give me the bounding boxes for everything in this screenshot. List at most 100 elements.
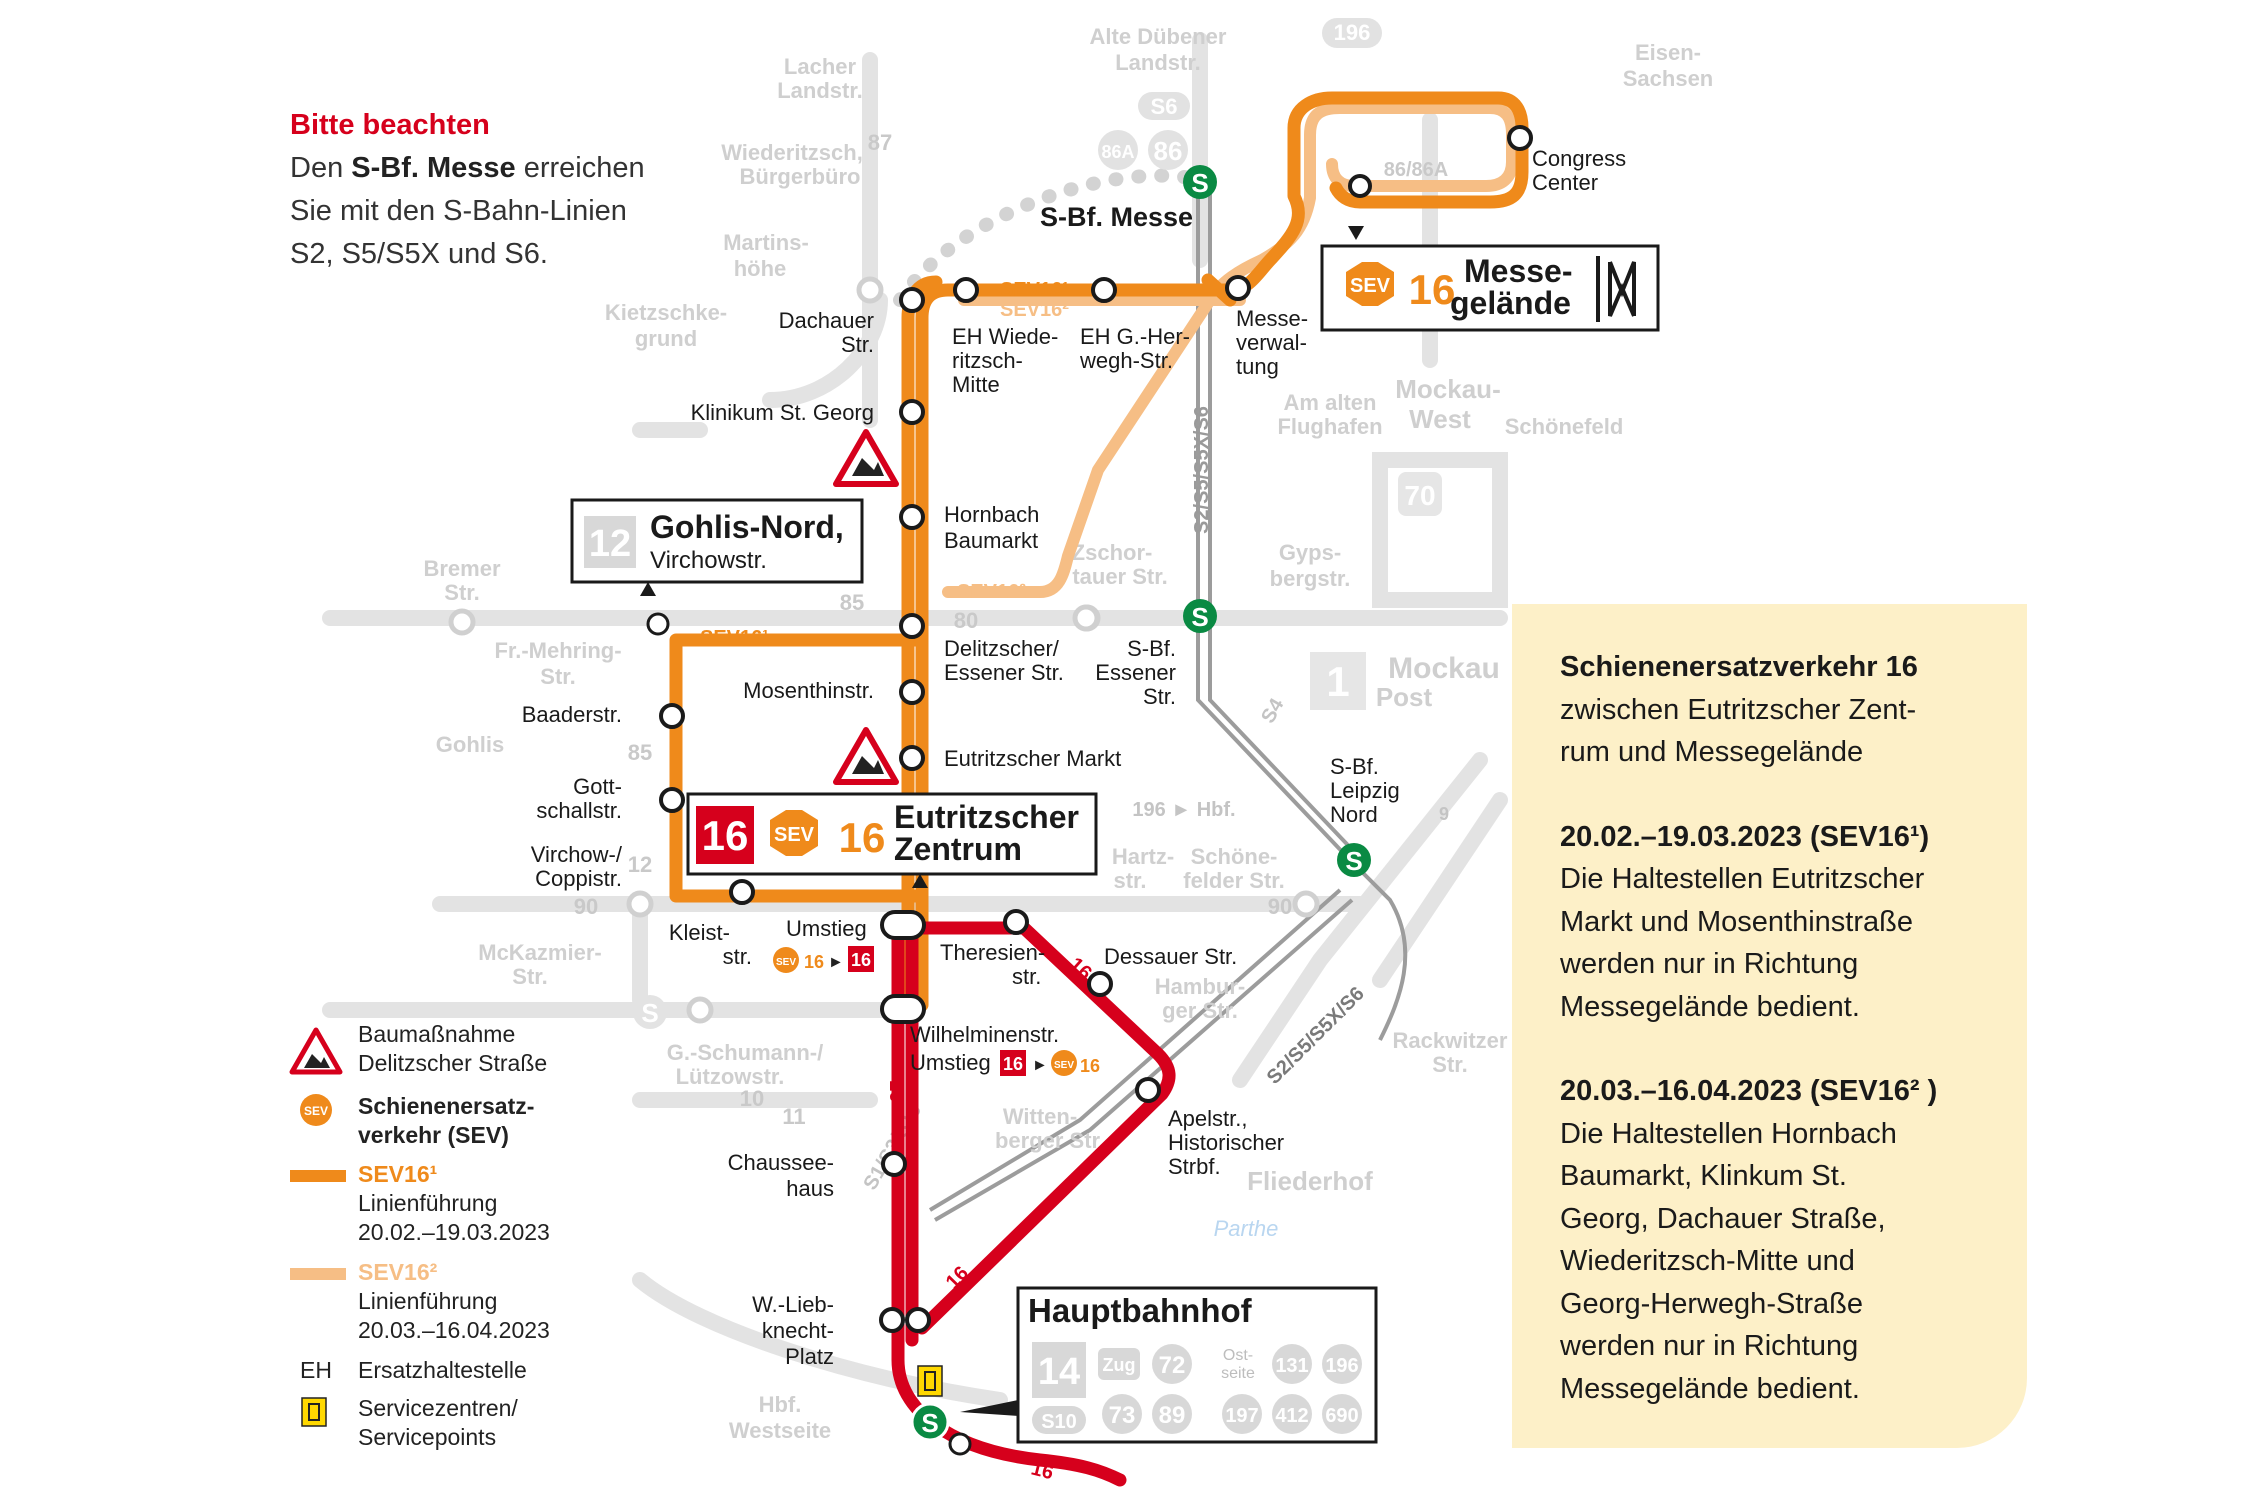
svg-text:Witten-: Witten- xyxy=(1003,1104,1077,1129)
info-intro: Schienenersatzverkehr 16 zwischen Eutrit… xyxy=(1560,651,1918,768)
svg-text:Gyps-: Gyps- xyxy=(1279,540,1341,565)
svg-text:80: 80 xyxy=(954,608,978,633)
stop-messeverwaltung: Messe-verwal-tung xyxy=(1236,306,1308,379)
stop-baader: Baaderstr. xyxy=(522,702,622,727)
stop-herwegh: EH G.-Her-wegh-Str. xyxy=(1079,324,1190,373)
svg-text:9: 9 xyxy=(1439,804,1449,824)
svg-text:Hbf.: Hbf. xyxy=(759,1392,802,1417)
svg-text:16: 16 xyxy=(1409,266,1456,313)
svg-text:131: 131 xyxy=(1275,1355,1308,1377)
svg-text:Virchowstr.: Virchowstr. xyxy=(650,547,767,574)
svg-text:Messe-gelände: Messe-gelände xyxy=(1450,253,1573,321)
stop-eutritzscher-markt: Eutritzscher Markt xyxy=(944,746,1121,771)
svg-text:SEV16¹: SEV16¹ xyxy=(700,627,769,649)
sbahn-icon-gohlis-faded: S xyxy=(633,995,667,1029)
umstieg-tag-2: 16 ► SEV 16 xyxy=(1000,1050,1100,1076)
svg-text:11: 11 xyxy=(782,1104,805,1129)
svg-text:Parthe: Parthe xyxy=(1214,1216,1279,1241)
svg-text:Alte Dübener: Alte Dübener xyxy=(1090,24,1227,49)
svg-text:Hambur-: Hambur- xyxy=(1155,974,1245,999)
stop-sbf-messe: S-Bf. Messe xyxy=(1040,202,1193,232)
svg-text:Rackwitzer: Rackwitzer xyxy=(1393,1028,1508,1053)
svg-text:197: 197 xyxy=(1225,1405,1258,1427)
svg-text:89: 89 xyxy=(1159,1402,1186,1429)
info-period-1: 20.02.–19.03.2023 (SEV16¹) Die Haltestel… xyxy=(1560,820,1930,1023)
svg-text:Str.: Str. xyxy=(512,964,547,989)
svg-text:berger Str.: berger Str. xyxy=(995,1128,1105,1153)
svg-text:86A: 86A xyxy=(1101,142,1134,162)
svg-text:Mockau-: Mockau- xyxy=(1395,374,1500,404)
svg-text:196 ► Hbf.: 196 ► Hbf. xyxy=(1132,799,1235,821)
svg-text:ger Str.: ger Str. xyxy=(1162,998,1238,1023)
svg-text:Bürgerbüro: Bürgerbüro xyxy=(740,164,861,189)
info-period-2: 20.03.–16.04.2023 (SEV16² ) Die Halteste… xyxy=(1560,1075,1938,1405)
svg-text:SEV: SEV xyxy=(1054,1060,1074,1071)
svg-text:höhe: höhe xyxy=(734,256,787,281)
sbahn-icons: S S S S S xyxy=(633,165,1371,1442)
stop-dessauer: Dessauer Str. xyxy=(1104,944,1237,969)
svg-text:Lützowstr.: Lützowstr. xyxy=(676,1064,785,1089)
svg-text:90: 90 xyxy=(1268,894,1292,919)
svg-text:Lacher: Lacher xyxy=(784,54,857,79)
umstieg-tag-1: SEV 16 ► 16 xyxy=(773,946,874,973)
svg-text:Mockau: Mockau xyxy=(1388,652,1500,685)
svg-text:SEV16²: SEV16² xyxy=(957,581,1026,603)
svg-text:12: 12 xyxy=(628,852,652,877)
box-messegelaende: SEV 16 Messe-gelände xyxy=(1320,226,1660,332)
svg-text:SEV16²: SEV16² xyxy=(1000,299,1069,321)
svg-text:SEV: SEV xyxy=(1350,275,1391,297)
notice-line-2: Sie mit den S-Bahn-Linien xyxy=(290,195,627,227)
svg-text:Zschor-: Zschor- xyxy=(1072,540,1153,565)
svg-text:Hauptbahnhof: Hauptbahnhof xyxy=(1028,1292,1253,1329)
svg-text:SEV16¹: SEV16¹ xyxy=(1000,279,1069,301)
svg-text:16: 16 xyxy=(851,950,871,970)
svg-text:Bremer: Bremer xyxy=(423,556,500,581)
stop-chaussee: Chaussee-haus xyxy=(728,1150,834,1201)
svg-text:S4: S4 xyxy=(1257,694,1289,727)
svg-text:690: 690 xyxy=(1325,1405,1358,1427)
svg-text:►: ► xyxy=(1032,1057,1048,1074)
svg-text:West: West xyxy=(1409,404,1471,434)
stop-kleist: Kleist-str. xyxy=(669,920,752,969)
svg-text:Martins-: Martins- xyxy=(723,230,809,255)
svg-text:16: 16 xyxy=(885,1080,907,1102)
svg-text:72: 72 xyxy=(1159,1352,1186,1379)
svg-text:Wiederitzsch,: Wiederitzsch, xyxy=(721,140,863,165)
svg-text:1: 1 xyxy=(1326,658,1349,705)
svg-text:10: 10 xyxy=(740,1086,764,1111)
stop-delitzscher: Delitzscher/Essener Str. xyxy=(944,636,1064,685)
stop-virchow: Virchow-/Coppistr. xyxy=(531,842,623,891)
svg-text:seite: seite xyxy=(1221,1365,1255,1382)
stop-klinikum: Klinikum St. Georg xyxy=(691,400,874,425)
s-bahn-tracks xyxy=(928,180,1408,1222)
box-hauptbahnhof: Hauptbahnhof 14 Zug 72 Ost- seite 131 19… xyxy=(960,1286,1378,1444)
stop-gottschall: Gott-schallstr. xyxy=(536,774,622,823)
svg-text:Am alten: Am alten xyxy=(1284,390,1377,415)
svg-text:S: S xyxy=(1191,602,1208,632)
background-rail xyxy=(893,168,1207,307)
construction-icon xyxy=(833,429,899,487)
svg-text:70: 70 xyxy=(1404,480,1435,511)
faded-labels: Alte Dübener Landstr. Lacher Landstr. Wi… xyxy=(423,24,1713,1443)
svg-text:Gohlis: Gohlis xyxy=(436,732,504,757)
svg-text:Eisen-: Eisen- xyxy=(1635,40,1701,65)
svg-text:16: 16 xyxy=(1080,1056,1100,1076)
svg-text:16: 16 xyxy=(1029,1458,1056,1485)
stop-umstieg-2: Umstieg xyxy=(910,1050,991,1075)
svg-text:87: 87 xyxy=(868,130,892,155)
sbahn-icon-hbf: S xyxy=(910,1402,950,1442)
svg-text:14: 14 xyxy=(1038,1351,1080,1393)
svg-text:grund: grund xyxy=(635,326,697,351)
svg-text:12: 12 xyxy=(589,523,631,565)
background-network xyxy=(322,32,1508,1408)
svg-text:tauer Str.: tauer Str. xyxy=(1072,564,1167,589)
box-gohlis-nord: 12 Gohlis-Nord, Virchowstr. xyxy=(570,498,864,596)
svg-text:Fr.-Mehring-: Fr.-Mehring- xyxy=(494,638,621,663)
stop-theresien: Theresien-str. xyxy=(940,940,1045,989)
svg-text:Landstr.: Landstr. xyxy=(777,78,863,103)
